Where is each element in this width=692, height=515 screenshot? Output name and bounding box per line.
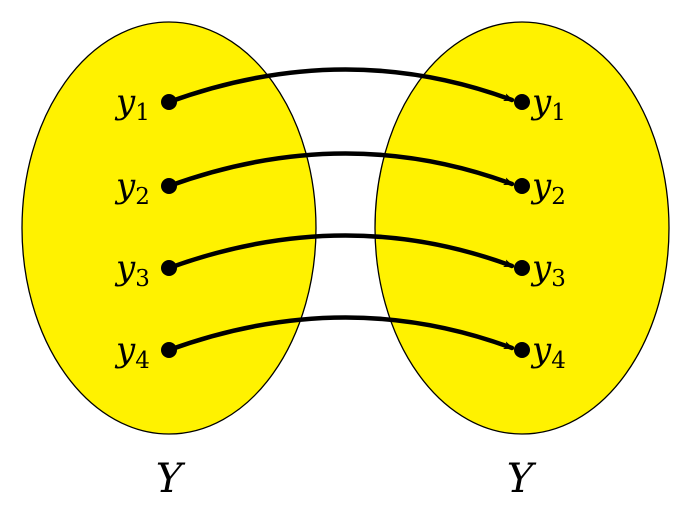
right-dot-2	[514, 178, 530, 194]
right-label-1: y1	[530, 82, 566, 126]
right-dot-1	[514, 94, 530, 110]
left-dot-3	[161, 260, 177, 276]
right-label-3: y3	[530, 248, 566, 292]
left-dot-2	[161, 178, 177, 194]
arrow-y1-to-y1	[166, 67, 515, 105]
right-dot-4	[514, 342, 530, 358]
element-dots	[161, 94, 530, 358]
arrow-y3-to-y3	[166, 233, 515, 271]
left-set-ellipse	[21, 21, 317, 435]
left-dot-1	[161, 94, 177, 110]
right-label-4: y4	[530, 330, 566, 374]
left-label-1: y1	[114, 82, 150, 126]
right-dot-3	[514, 260, 530, 276]
arrows	[166, 67, 515, 353]
left-set-name: Y	[156, 456, 186, 502]
left-label-2: y2	[114, 166, 150, 210]
right-set-name: Y	[507, 456, 537, 502]
arrow-y4-to-y4	[166, 315, 515, 353]
left-label-3: y3	[114, 248, 150, 292]
arrow-y2-to-y2	[166, 151, 515, 189]
right-set-ellipse	[374, 21, 670, 435]
left-label-4: y4	[114, 330, 150, 374]
left-dot-4	[161, 342, 177, 358]
right-label-2: y2	[530, 166, 566, 210]
